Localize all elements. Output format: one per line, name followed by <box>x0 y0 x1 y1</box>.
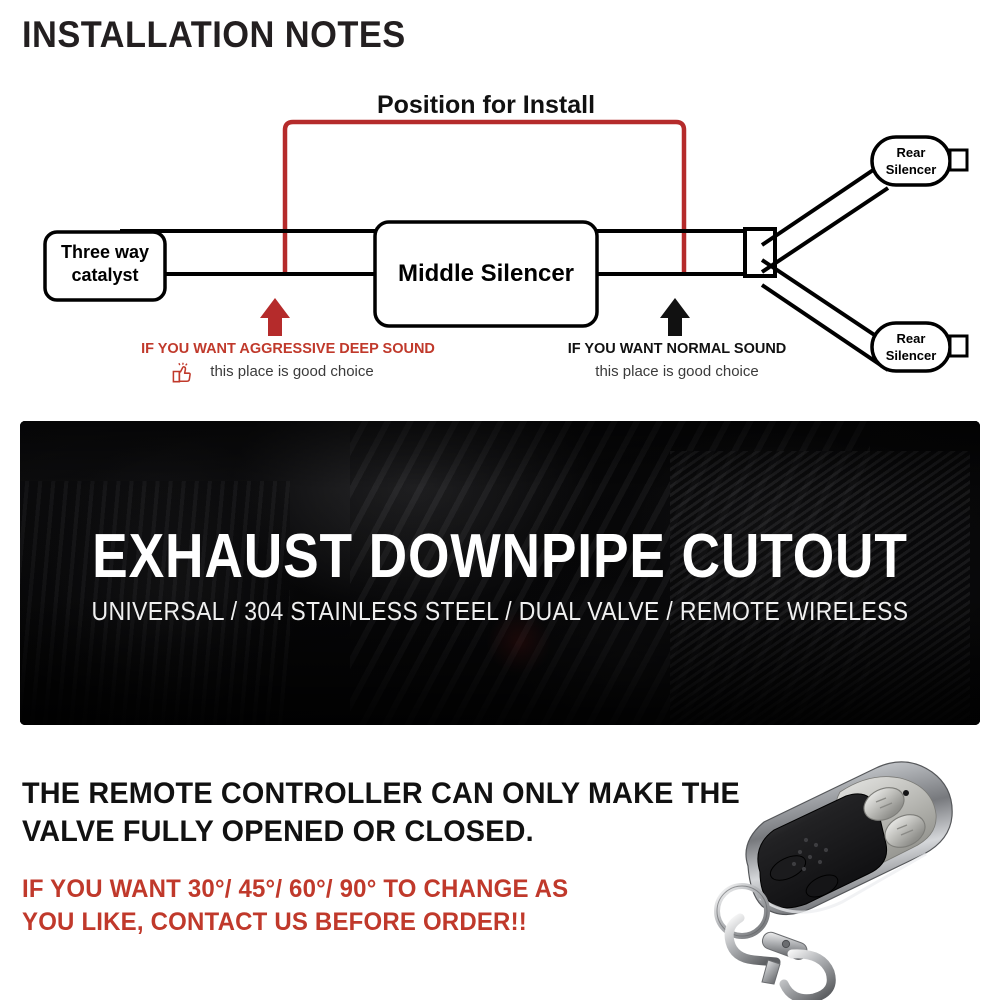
branch-upper-rail-b <box>760 186 890 274</box>
box-middle-silencer: Middle Silencer <box>373 220 599 328</box>
bottom-notes: THE REMOTE CONTROLLER CAN ONLY MAKE THE … <box>22 775 740 940</box>
fob-button-2[interactable] <box>880 808 931 853</box>
normal-annotation-headline: IF YOU WANT NORMAL SOUND <box>568 341 787 357</box>
box-rear-silencer-top: Rear Silencer <box>870 135 969 187</box>
box-three-way-catalyst: Three way catalyst <box>43 230 167 302</box>
fob-shell-hole-left <box>769 855 807 881</box>
hero-subline: UNIVERSAL / 304 STAINLESS STEEL / DUAL V… <box>91 598 909 626</box>
hero-text-block: EXHAUST DOWNPIPE CUTOUT UNIVERSAL / 304 … <box>20 522 980 627</box>
hero-banner: EXHAUST DOWNPIPE CUTOUT UNIVERSAL / 304 … <box>20 421 980 725</box>
fob-shell-hole-right <box>805 874 839 898</box>
fob-led-indicator <box>903 790 909 796</box>
branch-lower-rail-a <box>760 258 890 346</box>
fob-body <box>745 761 953 916</box>
tailpipe-tip-bottom <box>948 334 969 358</box>
fob-grip-dimples <box>791 837 829 872</box>
note-black-line1: THE REMOTE CONTROLLER CAN ONLY MAKE THE <box>22 777 740 810</box>
rear-silencer-top-line1: Rear <box>897 145 926 160</box>
y-junction-block <box>743 227 777 278</box>
note-red-block: IF YOU WANT 30°/ 45°/ 60°/ 90° TO CHANGE… <box>22 873 722 940</box>
fob-keyring <box>714 883 770 939</box>
normal-arrow-icon <box>660 298 690 336</box>
normal-annotation-subline: this place is good choice <box>595 363 758 380</box>
branch-lower-rail-b <box>760 283 890 372</box>
rear-silencer-top-line2: Silencer <box>886 162 937 177</box>
remote-key-fob-image <box>700 748 1000 1000</box>
fob-clasp <box>724 913 836 1000</box>
rear-silencer-bottom-line1: Rear <box>897 331 926 346</box>
note-black-line2: VALVE FULLY OPENED OR CLOSED. <box>22 815 534 849</box>
rear-silencer-bottom-line2: Silencer <box>886 348 937 363</box>
box-rear-silencer-bottom: Rear Silencer <box>870 321 969 373</box>
branch-upper-rail-a <box>760 158 890 247</box>
note-red-line1: IF YOU WANT 30°/ 45°/ 60°/ 90° TO CHANGE… <box>22 874 569 903</box>
aggressive-annotation-subline: this place is good choice <box>210 363 373 380</box>
hero-vignette-overlay <box>20 421 980 725</box>
tailpipe-tip-top <box>948 148 969 172</box>
fob-button-1[interactable] <box>859 781 910 826</box>
middle-silencer-label: Middle Silencer <box>398 260 574 287</box>
aggressive-arrow-icon <box>260 298 290 336</box>
position-bracket <box>282 119 687 276</box>
clasp-gate <box>761 959 781 985</box>
clasp-rivet <box>781 939 791 949</box>
thumbs-up-icon <box>172 362 191 383</box>
installation-diagram: Three way catalyst Middle Silencer Rear … <box>0 80 1000 415</box>
hero-headline: EXHAUST DOWNPIPE CUTOUT <box>92 522 908 592</box>
note-red-line2: YOU LIKE, CONTACT US BEFORE ORDER!! <box>22 908 527 937</box>
page-title: INSTALLATION NOTES <box>22 14 406 55</box>
position-caption: Position for Install <box>377 91 595 119</box>
aggressive-annotation-headline: IF YOU WANT AGGRESSIVE DEEP SOUND <box>141 341 435 357</box>
catalyst-label-line1: Three way <box>61 242 149 262</box>
catalyst-label-line2: catalyst <box>71 265 138 285</box>
